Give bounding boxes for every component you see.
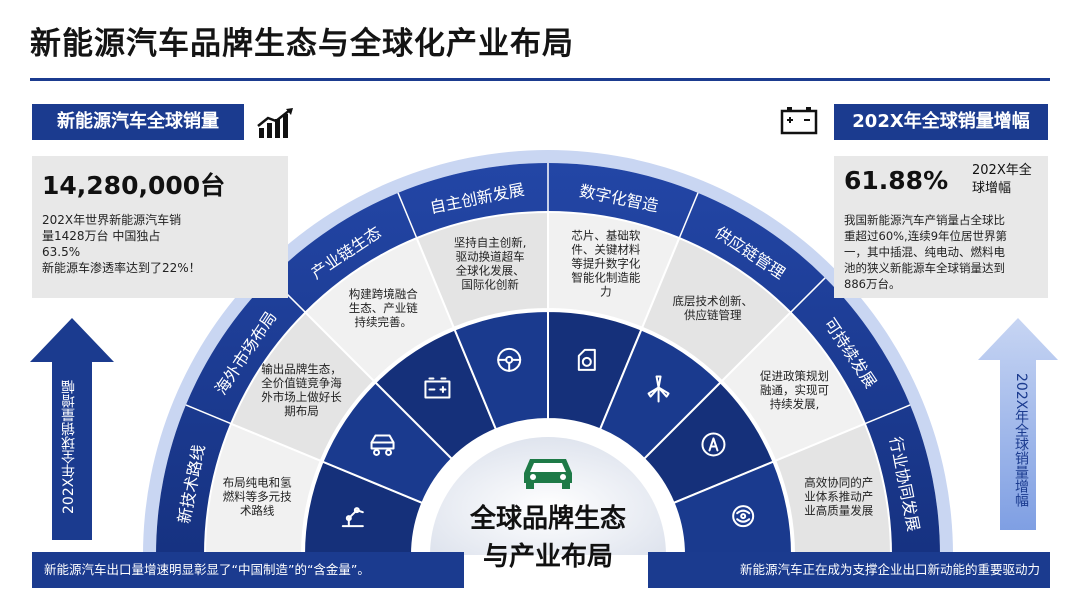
caption-line: 202X年全	[972, 163, 1032, 178]
center-title-line2: 与产业布局	[483, 542, 613, 572]
growth-caption: 202X年全 球增幅	[972, 162, 1032, 198]
segment-text: 等提升数字化	[571, 257, 640, 271]
bottom-left-banner: 新能源汽车出口量增速明显彰显了“中国制造”的“含金量”。	[32, 552, 464, 588]
center-car-icon	[524, 459, 572, 489]
segment-text: 布局纯电和氢	[223, 476, 292, 490]
desc-line: 重超过60%,连续9年位居世界第	[844, 229, 1008, 243]
right-panel-description: 我国新能源汽车产销量占全球比 重超过60%,连续9年位居世界第 一，其中插混、纯…	[844, 212, 1007, 292]
desc-line: 202X年世界新能源汽车销	[42, 213, 182, 227]
segment-text: 燃料等多元技	[223, 490, 292, 504]
segment-text: 促进政策规划	[760, 369, 829, 383]
desc-line: 886万台。	[844, 277, 901, 291]
bar-chart-icon	[256, 108, 296, 140]
desc-line: 池的狭义新能源车全球销量达到	[844, 261, 1005, 275]
bottom-right-banner: 新能源汽车正在成为支撑企业出口新动能的重要驱动力	[648, 552, 1050, 588]
left-up-arrow	[30, 318, 114, 540]
desc-line: 我国新能源汽车产销量占全球比	[844, 213, 1005, 227]
center-disc	[430, 437, 666, 555]
fuel-can-icon	[577, 348, 596, 371]
left-panel-description: 202X年世界新能源汽车销 量1428万台 中国独占 63.5% 新能源车渗透率…	[42, 212, 201, 276]
segment-text: 持续发展,	[770, 397, 820, 411]
segment-text: 力	[600, 285, 612, 299]
desc-line: 一，其中插混、纯电动、燃料电	[844, 245, 1005, 259]
battery-icon	[780, 106, 820, 136]
segment-text: 生态、产业链	[349, 301, 418, 315]
growth-value: 61.88%	[844, 166, 949, 195]
right-up-arrow	[978, 318, 1058, 530]
segment-text: 业高质量发展	[804, 504, 873, 518]
steering-wheel-icon	[497, 347, 522, 372]
segment-1: 新技术路线布局纯电和氢燃料等多元技术路线	[174, 422, 424, 556]
segment-text: 期布局	[284, 404, 319, 418]
segment-text: 底层技术创新、	[672, 294, 753, 308]
segment-text: 术路线	[240, 504, 275, 518]
segment-text: 全价值链竞争海	[261, 376, 342, 390]
left-stat-panel: 14,280,000台 202X年世界新能源汽车销 量1428万台 中国独占 6…	[32, 156, 288, 298]
segment-text: 驱动换道超车	[456, 250, 525, 264]
compass-icon	[701, 432, 726, 457]
band-divider	[864, 404, 911, 425]
desc-line: 量1428万台 中国独占	[42, 229, 161, 243]
segment-text: 融通，实现可	[760, 383, 829, 397]
desc-line: 63.5%	[42, 245, 81, 259]
map-pin-icon	[732, 505, 755, 528]
segment-text: 全球化发展、	[456, 264, 525, 278]
segment-text: 国际化创新	[461, 278, 519, 292]
segment-text: 芯片、基础软	[571, 229, 640, 243]
car-icon	[370, 434, 395, 456]
band-divider	[397, 192, 418, 239]
right-arrow-label: 202X年全球销量增幅	[1013, 372, 1029, 508]
segment-text: 持续完善。	[355, 315, 413, 329]
center-title-line1: 全球品牌生态	[469, 503, 626, 534]
battery-icon	[424, 377, 451, 399]
global-sales-value: 14,280,000台	[42, 171, 226, 200]
band-divider	[185, 404, 232, 425]
title-underline	[30, 78, 1050, 81]
band-divider	[790, 277, 826, 313]
segment-text: 坚持自主创新,	[454, 236, 527, 250]
segment-text: 智能化制造能	[571, 271, 640, 285]
right-panel-heading: 202X年全球销量增幅	[834, 104, 1048, 140]
segment-text: 构建跨境融合	[349, 287, 418, 301]
robot-arm-icon	[341, 507, 364, 528]
segment-text: 外市场上做好长	[261, 390, 342, 404]
right-stat-panel: 61.88% 202X年全 球增幅 我国新能源汽车产销量占全球比 重超过60%,…	[834, 156, 1048, 298]
desc-line: 新能源车渗透率达到了22%！	[42, 261, 201, 275]
segment-text: 高效协同的产	[804, 476, 873, 490]
wind-turbine-icon	[647, 375, 670, 403]
segment-text: 供应链管理	[684, 308, 742, 322]
segment-text: 件、关键材料	[571, 243, 640, 257]
caption-line: 球增幅	[972, 181, 1012, 196]
segment-text: 业体系推动产	[804, 490, 873, 504]
left-panel-heading: 新能源汽车全球销量	[32, 104, 244, 140]
left-arrow-label: 202X年全球销量增幅	[61, 379, 77, 515]
band-divider	[678, 192, 699, 239]
label-band	[156, 163, 940, 555]
segment-text: 输出品牌生态，	[261, 362, 342, 376]
page-title: 新能源汽车品牌生态与全球化产业布局	[30, 26, 574, 62]
